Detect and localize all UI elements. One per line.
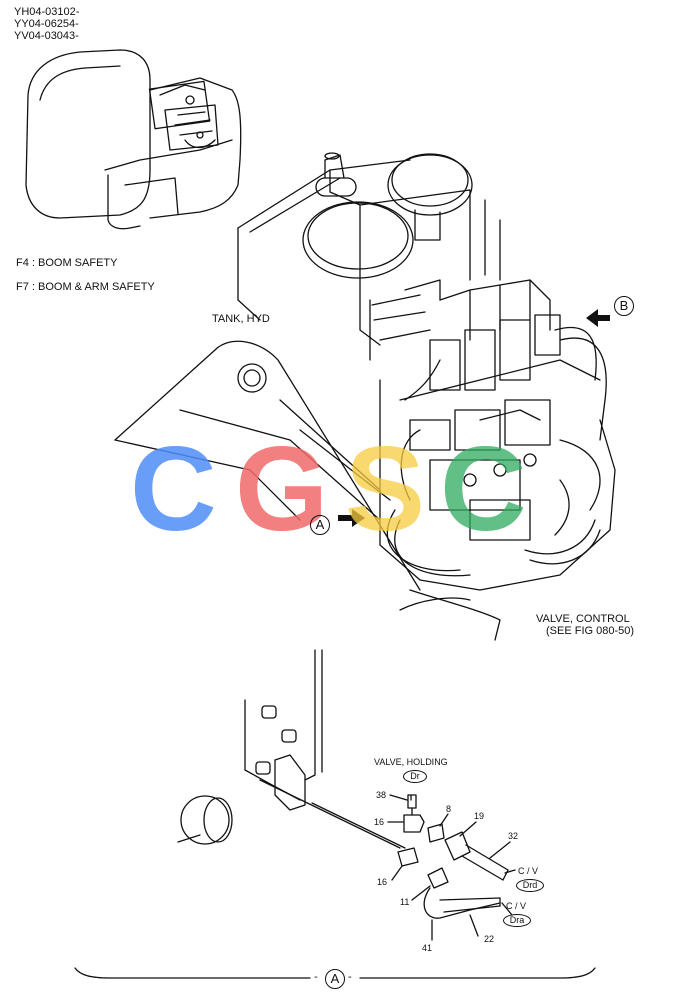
- part-38: 38: [376, 790, 387, 800]
- note-boom-safety: F4 : BOOM SAFETY: [16, 257, 118, 269]
- machine-thumbnail: [25, 49, 242, 230]
- label-see-fig: (SEE FIG 080-50): [546, 625, 635, 637]
- boom-bracket-drawing: [114, 340, 421, 591]
- part-8: 8: [446, 804, 452, 814]
- section-a-dash-right: -: [348, 971, 352, 983]
- part-16-lower: 16: [377, 877, 388, 887]
- label-tank-hyd: TANK, HYD: [212, 313, 270, 325]
- watermark-letter-1: C: [130, 422, 217, 556]
- part-32: 32: [508, 831, 519, 841]
- part-19: 19: [474, 811, 485, 821]
- serial-3: YV04-03043-: [14, 30, 79, 42]
- watermark-letter-2: G: [235, 422, 329, 556]
- watermark-letter-4: C: [440, 422, 527, 556]
- tank-drawing: [237, 152, 501, 361]
- serial-2: YY04-06254-: [14, 18, 79, 30]
- note-boom-arm-safety: F7 : BOOM & ARM SAFETY: [16, 281, 155, 293]
- label-cv-1: C / V: [518, 866, 539, 876]
- watermark: C G S C: [130, 422, 550, 558]
- arrow-a: [338, 509, 365, 527]
- label-drd: Drd: [516, 879, 544, 892]
- label-dr: Dr: [403, 770, 427, 783]
- arrow-b: [586, 309, 610, 327]
- section-a-dash-left: -: [314, 971, 318, 983]
- callout-a: A: [310, 515, 330, 535]
- part-11: 11: [400, 897, 410, 907]
- part-22: 22: [484, 934, 495, 944]
- label-cv-2: C / V: [506, 901, 527, 911]
- label-valve-control: VALVE, CONTROL: [536, 613, 630, 625]
- part-41: 41: [422, 943, 433, 953]
- detail-a-drawing: [74, 649, 596, 979]
- section-a-callout: A: [325, 969, 345, 989]
- label-dra: Dra: [503, 914, 531, 927]
- label-valve-holding: VALVE, HOLDING: [374, 757, 448, 767]
- watermark-letter-3: S: [345, 422, 426, 556]
- callout-b: B: [614, 296, 634, 316]
- serial-1: YH04-03102-: [14, 6, 80, 18]
- part-16-upper: 16: [374, 817, 385, 827]
- control-valve-drawing: [379, 279, 616, 641]
